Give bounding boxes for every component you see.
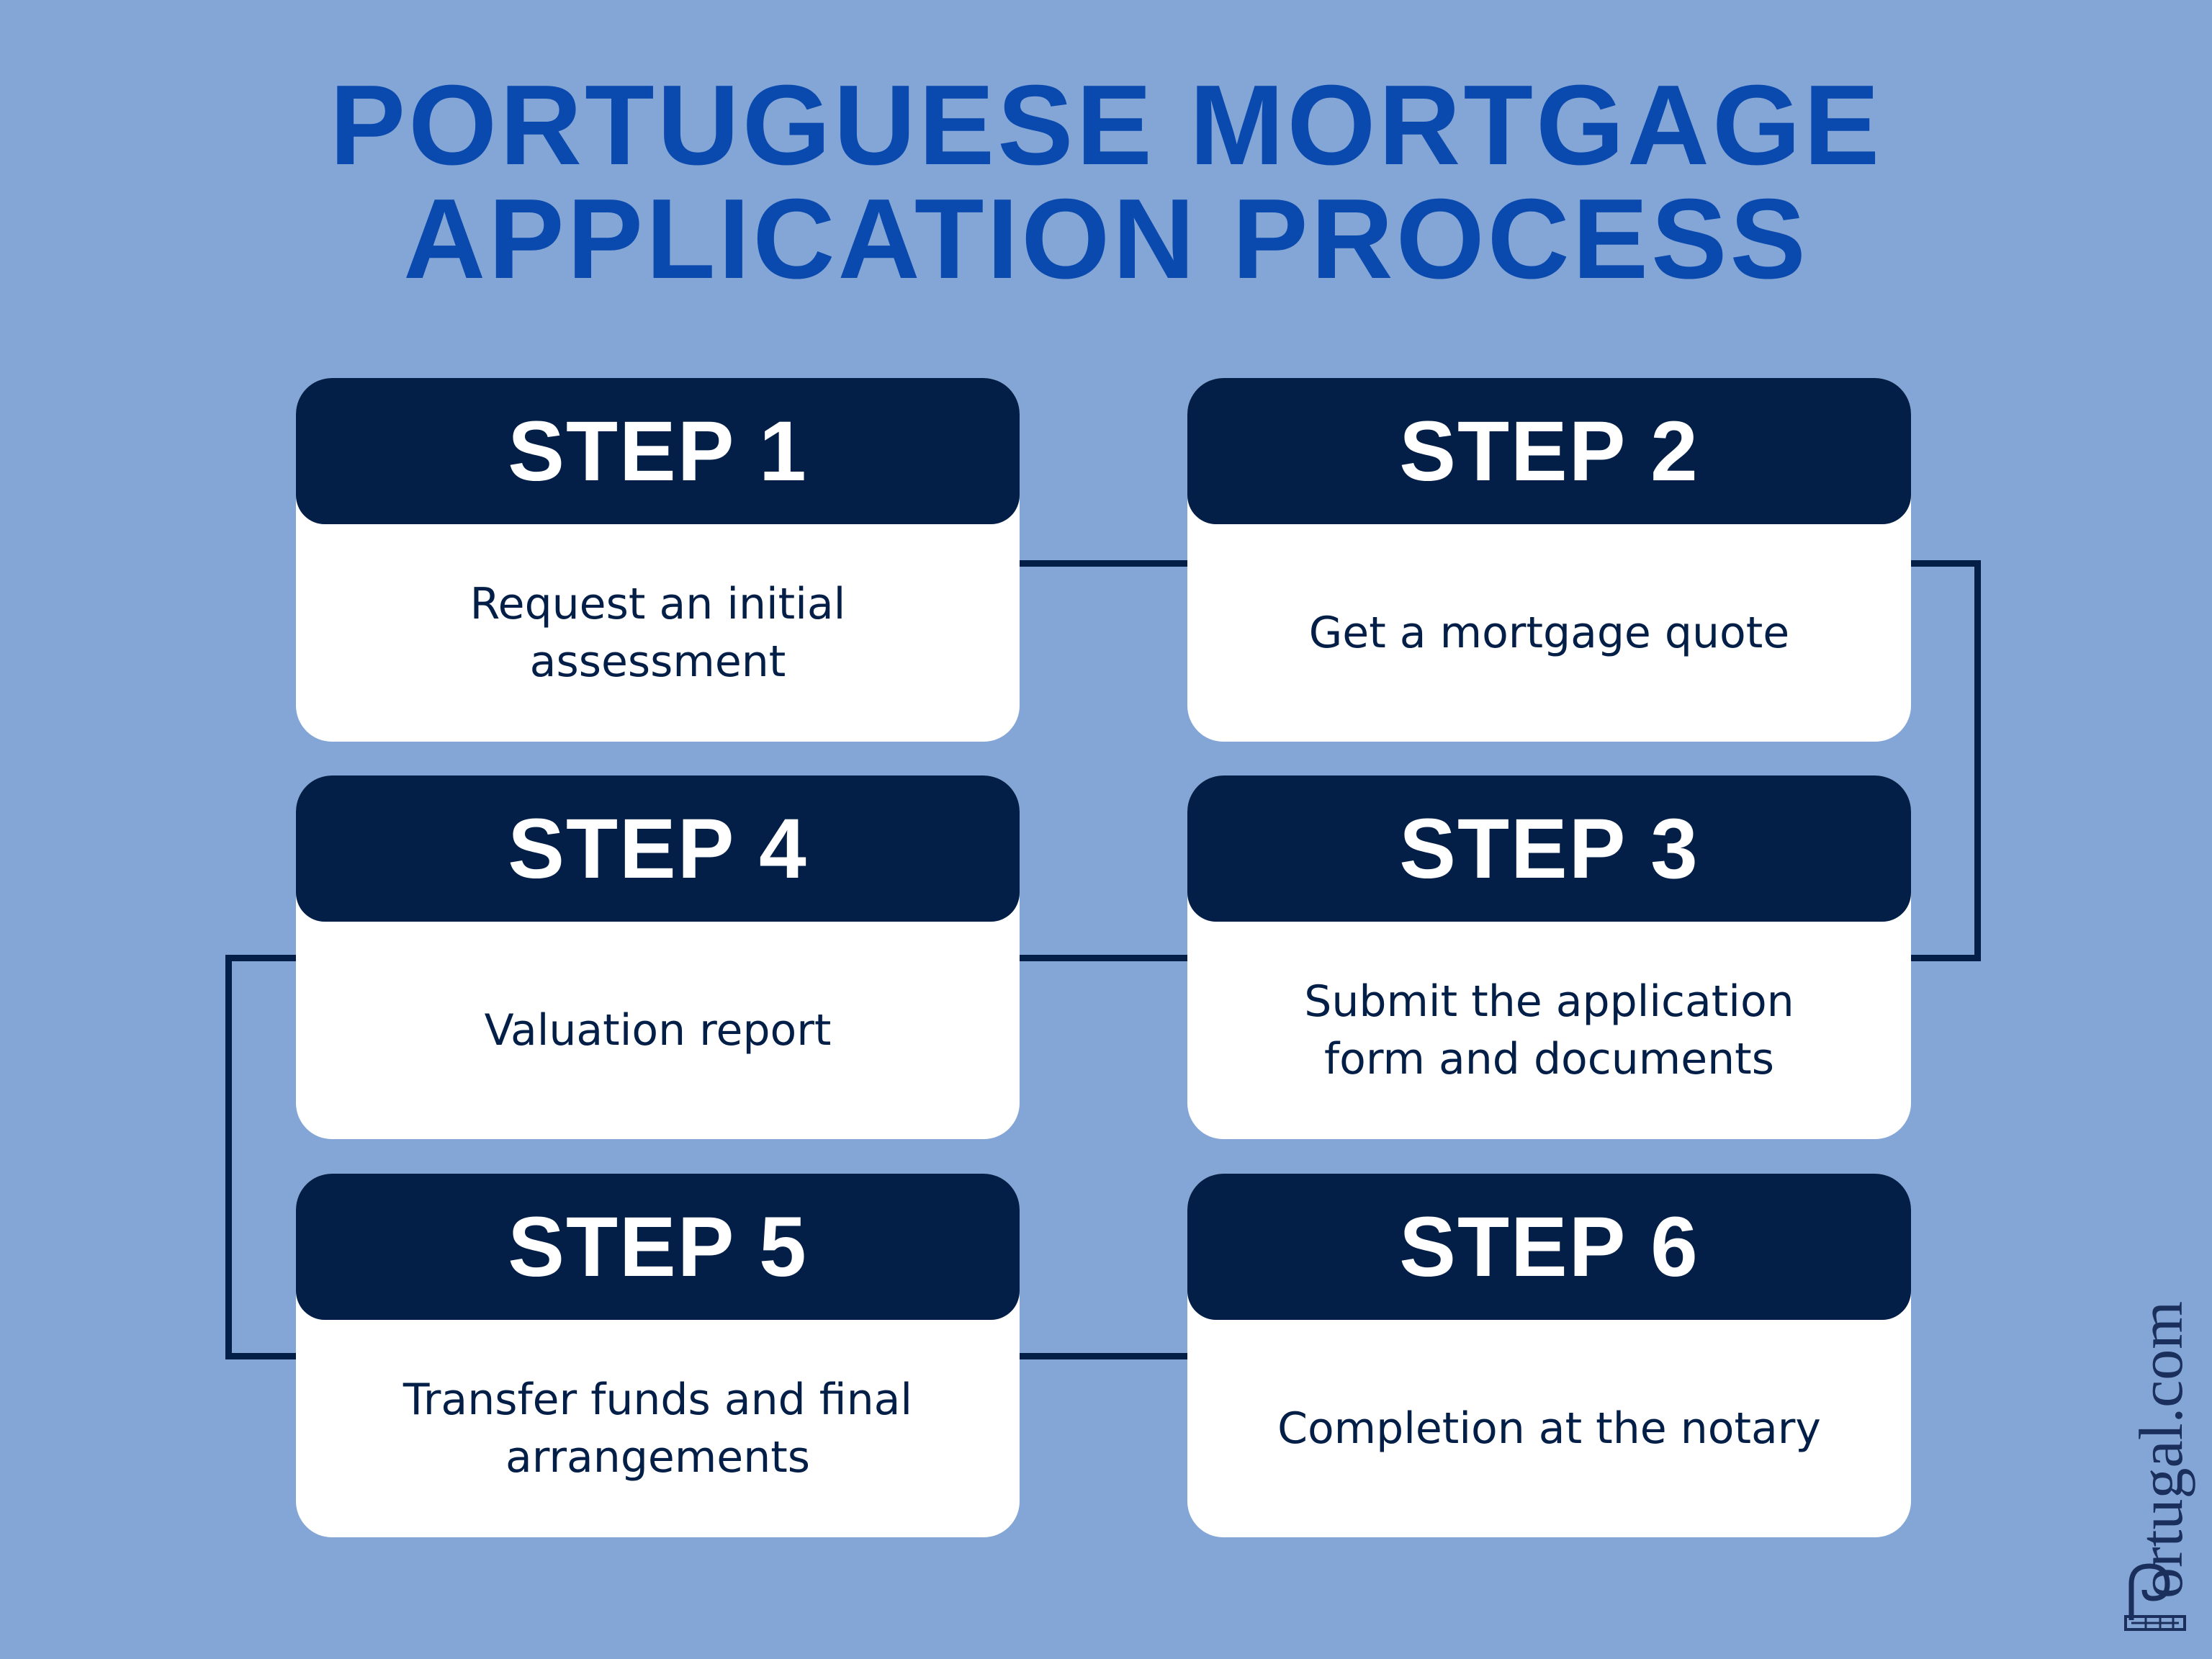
step-card-5: STEP 5 Transfer funds and final arrangem… [296, 1174, 1020, 1537]
connector-4-5-vertical [225, 955, 232, 1359]
connector-2-3-vertical [1974, 560, 1981, 961]
step-label: STEP 5 [296, 1174, 1020, 1320]
step-label: STEP 3 [1187, 775, 1911, 922]
step-card-3: STEP 3 Submit the application form and d… [1187, 775, 1911, 1139]
step-label: STEP 1 [296, 378, 1020, 524]
title-line-2: APPLICATION PROCESS [403, 176, 1809, 302]
connector-3-4 [1020, 955, 1187, 961]
connector-1-2 [1020, 560, 1187, 567]
connector-5-6 [1020, 1353, 1187, 1359]
step-text: Submit the application form and document… [1304, 976, 1794, 1084]
step-card-1: STEP 1 Request an initial assessment [296, 378, 1020, 742]
portugal-com-logo: ortugal.com [2124, 1301, 2195, 1631]
step-label: STEP 4 [296, 775, 1020, 922]
step-text: Transfer funds and final arrangements [403, 1375, 913, 1483]
step-text: Request an initial assessment [469, 579, 846, 687]
step-card-4: STEP 4 Valuation report [296, 775, 1020, 1139]
connector-4-5-top [225, 955, 296, 961]
step-text: Valuation report [484, 1005, 832, 1056]
step-card-6: STEP 6 Completion at the notary [1187, 1174, 1911, 1537]
step-label: STEP 6 [1187, 1174, 1911, 1320]
step-text: Completion at the notary [1277, 1403, 1821, 1454]
page-title: PORTUGUESE MORTGAGE APPLICATION PROCESS [0, 68, 2212, 296]
step-label: STEP 2 [1187, 378, 1911, 524]
title-line-1: PORTUGUESE MORTGAGE [329, 62, 1883, 189]
connector-2-3-top [1910, 560, 1980, 567]
connector-2-3-bottom [1910, 955, 1980, 961]
step-card-2: STEP 2 Get a mortgage quote [1187, 378, 1911, 742]
connector-4-5-bottom [225, 1353, 296, 1359]
svg-text:ortugal.com: ortugal.com [2126, 1301, 2195, 1599]
step-text: Get a mortgage quote [1308, 608, 1790, 658]
